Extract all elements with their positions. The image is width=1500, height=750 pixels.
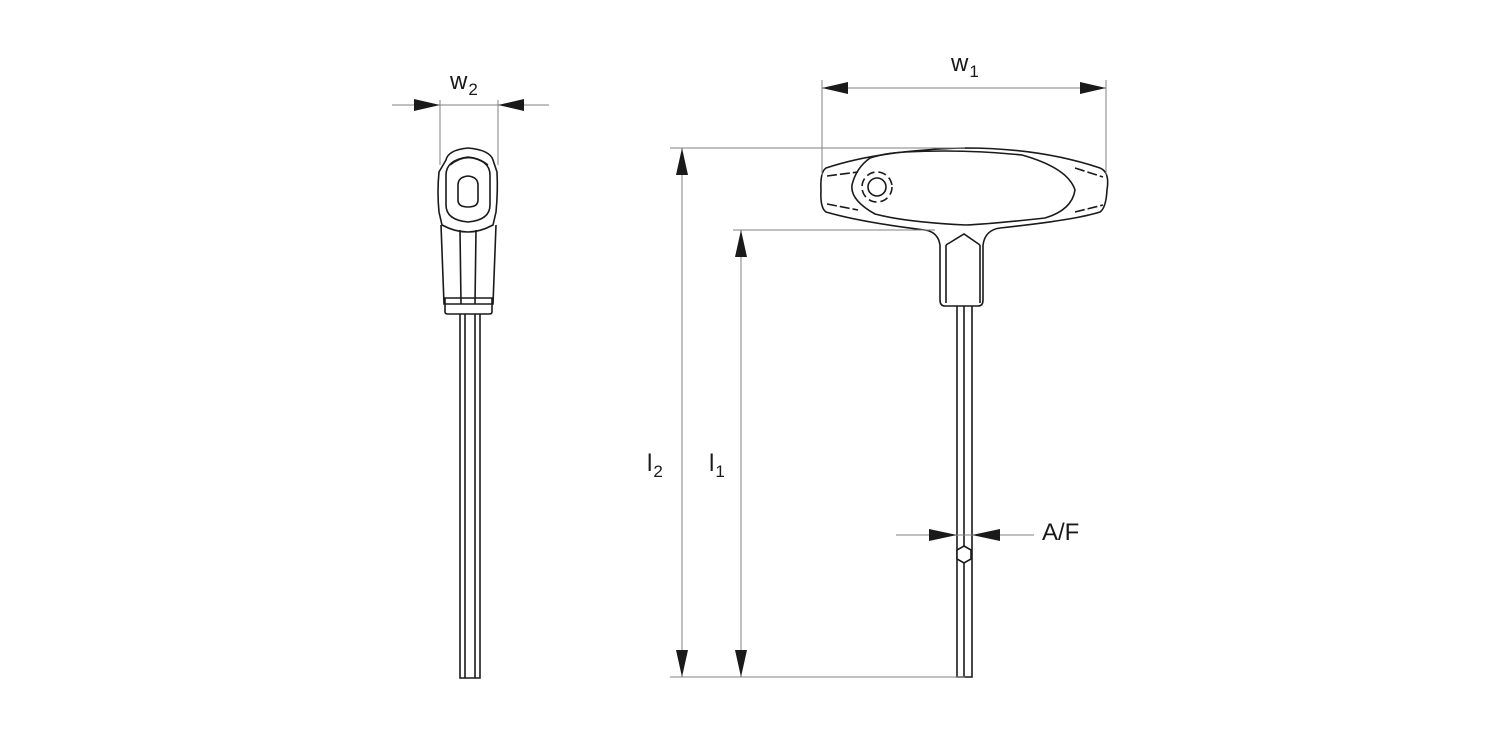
side-shaft (459, 314, 481, 679)
l2-label: l2 (647, 450, 663, 481)
t-handle-grip-panel (851, 150, 1076, 226)
w1-dimension (821, 80, 1107, 175)
af-dimension (896, 529, 1034, 541)
l2-label-base: l (647, 450, 653, 477)
hex-profile-icon (956, 545, 972, 564)
side-view (437, 147, 499, 679)
l1-label: l1 (709, 450, 725, 481)
w1-label-sub: 1 (969, 62, 979, 81)
t-handle-neck (945, 233, 981, 246)
w2-label: w2 (450, 68, 478, 99)
w1-label: w1 (951, 50, 979, 81)
af-label: A/F (1042, 519, 1080, 546)
side-handle-grip (440, 224, 497, 305)
w2-label-sub: 2 (468, 80, 478, 99)
w1-label-base: w (951, 50, 969, 77)
t-handle-outline (820, 147, 1109, 307)
w2-dimension (392, 99, 549, 165)
w2-label-base: w (450, 68, 468, 95)
side-handle-head (437, 147, 499, 233)
l1-label-base: l (709, 450, 715, 477)
l2-dimension (670, 147, 965, 678)
l1-label-sub: 1 (715, 462, 725, 481)
handle-screw (867, 177, 887, 197)
side-handle-slot (457, 175, 479, 208)
l1-dimension (733, 229, 935, 677)
side-collar (444, 297, 493, 315)
l2-label-sub: 2 (653, 462, 663, 481)
front-view (820, 147, 1109, 678)
